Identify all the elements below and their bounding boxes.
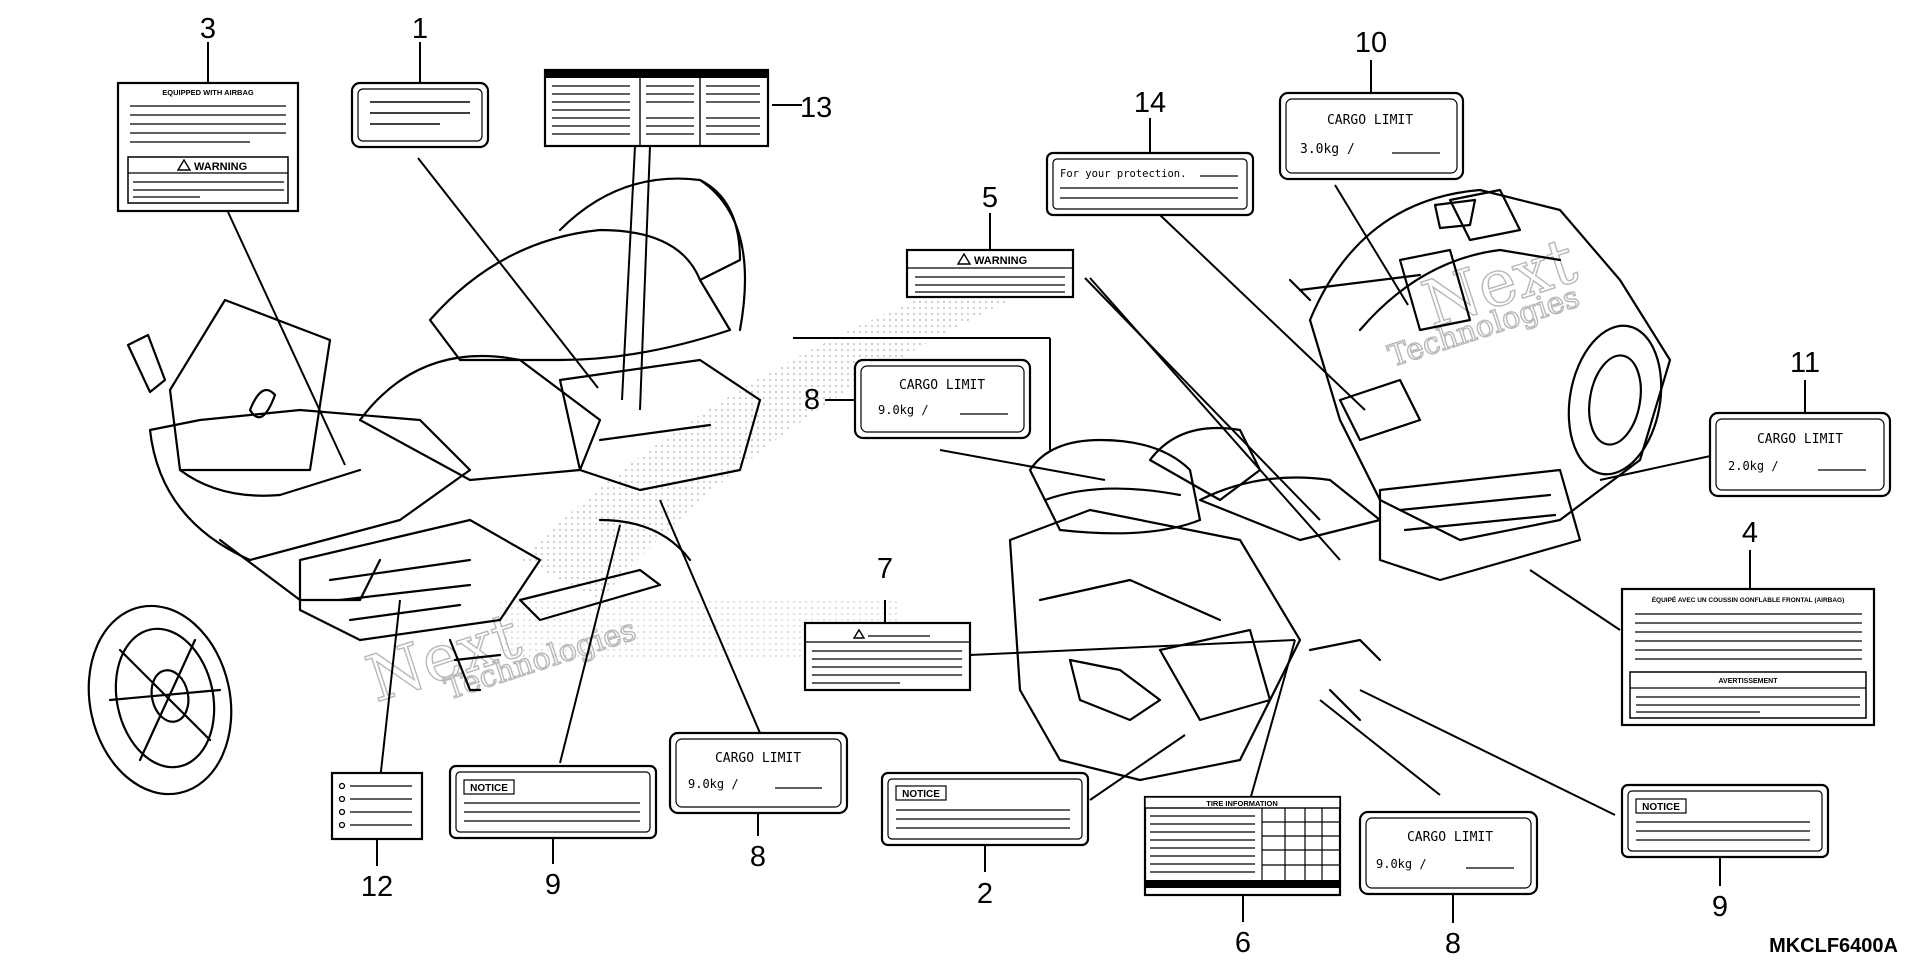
callout-8-left: 8 [750,841,766,873]
notice-text: NOTICE [470,783,508,794]
cargo-value-9kg: 9.0kg / [1376,857,1427,871]
callout-6: 6 [1235,927,1251,959]
cargo-limit-title: CARGO LIMIT [1327,113,1413,128]
cargo-value-9kg: 9.0kg / [878,403,929,417]
label-4-french-airbag[interactable]: ÉQUIPÉ AVEC UN COUSSIN GONFLABLE FRONTAL… [1620,587,1876,727]
callout-numbers: 3 1 13 10 14 5 8 11 4 7 12 9 8 2 6 8 9 [200,13,1820,960]
cargo-value-3kg: 3.0kg / [1300,142,1355,157]
warning-text: WARNING [974,255,1027,267]
label-6-tire-information[interactable]: TIRE INFORMATION [1143,795,1342,897]
text-lines [130,105,286,143]
label-5-warning[interactable]: WARNING [905,248,1075,299]
dotted-watermark-area [500,270,1010,660]
callout-8-top: 8 [804,384,820,416]
label-11-cargo-limit[interactable]: CARGO LIMIT 2.0kg / [1708,411,1892,498]
callout-9-right: 9 [1712,891,1728,923]
avertissement-text: AVERTISSEMENT [1719,678,1779,685]
callout-10: 10 [1355,27,1387,59]
label-13-spec-table[interactable] [543,68,770,148]
warning-triangle-icon [956,252,972,265]
callout-7: 7 [877,553,893,585]
cargo-limit-title: CARGO LIMIT [1407,830,1493,845]
cargo-limit-title: CARGO LIMIT [899,378,985,393]
cargo-limit-title: CARGO LIMIT [715,751,801,766]
callout-5: 5 [982,182,998,214]
callout-4: 4 [1742,517,1758,549]
callout-12: 12 [361,871,393,903]
french-header-text: ÉQUIPÉ AVEC UN COUSSIN GONFLABLE FRONTAL… [1652,595,1845,604]
label-8-cargo-limit-left[interactable]: CARGO LIMIT 9.0kg / [668,731,849,815]
motorcycle-right-drawing [1008,188,1672,782]
callout-8-right: 8 [1445,928,1461,960]
label-3-airbag-warning[interactable]: EQUIPPED WITH AIRBAG WARNING [116,81,300,213]
callout-11: 11 [1790,347,1820,379]
warning-text: WARNING [194,161,247,173]
callout-13: 13 [800,92,832,124]
warning-triangle-icon [176,158,192,171]
callout-14: 14 [1134,87,1166,119]
label-12-bullets[interactable] [330,771,424,841]
cargo-limit-title: CARGO LIMIT [1757,432,1843,447]
label-7-warning[interactable] [803,621,972,692]
label-9-notice-left[interactable]: NOTICE [448,764,658,840]
callout-3: 3 [200,13,216,45]
label-2-notice[interactable]: NOTICE [880,771,1090,847]
callout-1: 1 [412,13,428,45]
label-1[interactable] [350,81,490,149]
protection-text: For your protection. [1060,168,1186,180]
tire-information-text: TIRE INFORMATION [1206,799,1278,808]
leader-lines [207,42,1806,923]
label-10-cargo-limit[interactable]: CARGO LIMIT 3.0kg / [1278,91,1465,181]
label-8-cargo-limit-right[interactable]: CARGO LIMIT 9.0kg / [1358,810,1539,896]
label-9-notice-right[interactable]: NOTICE [1620,783,1830,859]
airbag-header-text: EQUIPPED WITH AIRBAG [162,88,254,97]
notice-text: NOTICE [902,789,940,800]
warning-triangle-icon [852,628,866,639]
notice-text: NOTICE [1642,802,1680,813]
diagram-code: MKCLF6400A [1769,935,1898,957]
cargo-value-2kg: 2.0kg / [1728,459,1779,473]
callout-2: 2 [977,878,993,910]
label-8-cargo-limit-top[interactable]: CARGO LIMIT 9.0kg / [853,358,1032,440]
cargo-value-9kg: 9.0kg / [688,777,739,791]
label-14-protection[interactable]: For your protection. [1045,151,1255,217]
callout-9-left: 9 [545,869,561,901]
